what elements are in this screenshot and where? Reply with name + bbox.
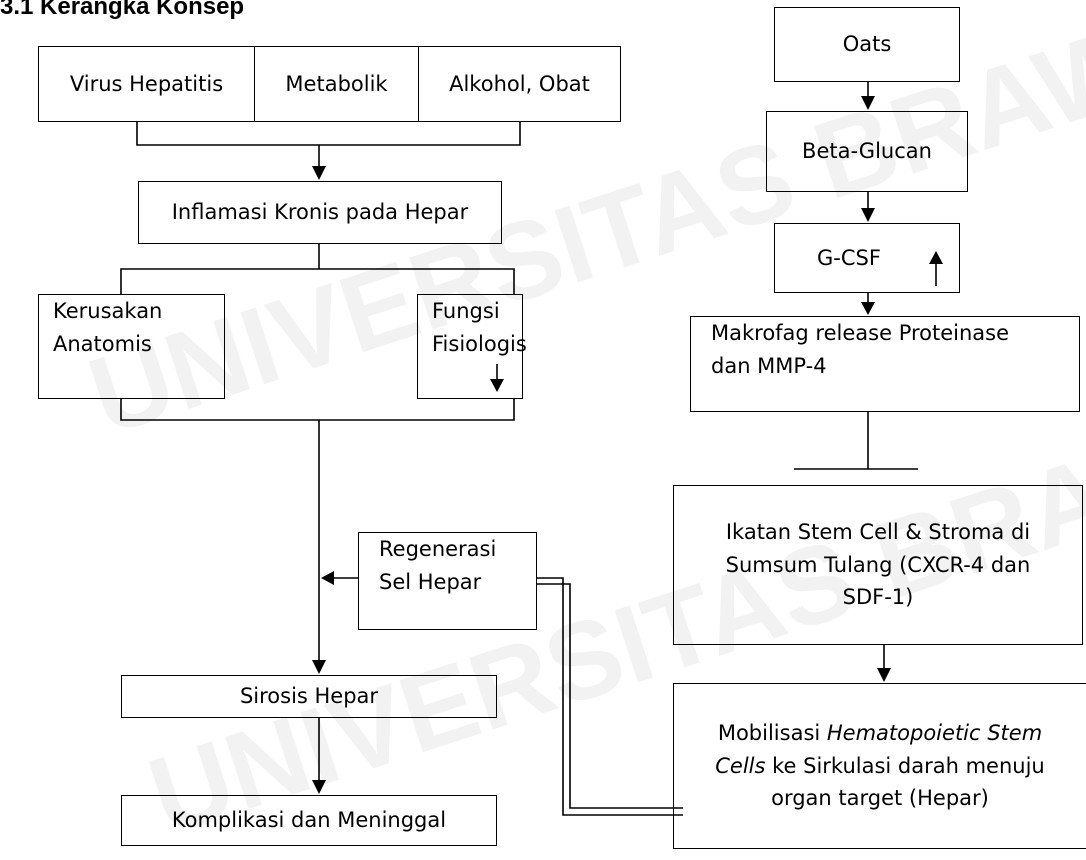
arrowhead — [321, 571, 334, 585]
double-connector-outer — [537, 577, 683, 816]
binding-line-3: SDF-1) — [842, 585, 914, 610]
beta-glucan-box: Beta-Glucan — [766, 111, 968, 192]
regeneration-line-2: Sel Hepar — [379, 569, 482, 594]
mobilization-italic-text: Cells — [715, 753, 766, 778]
branch-bracket — [120, 268, 515, 294]
causes-row: Virus Hepatitis Metabolik Alkohol, Obat — [38, 46, 621, 122]
arrowhead — [312, 780, 326, 794]
mobilization-italic-text: Hematopoietic Stem — [826, 721, 1043, 746]
inflammation-label: Inflamasi Kronis pada Hepar — [171, 200, 469, 225]
mobilization-box: Mobilisasi Hematopoietic Stem Cells ke S… — [673, 683, 1086, 849]
mobilization-text: Mobilisasi — [717, 721, 827, 746]
arrowhead — [861, 302, 875, 315]
mobilization-line-2: Cells ke Sirkulasi darah menuju — [715, 750, 1045, 783]
damage-line-1: Kerusakan — [53, 299, 163, 323]
inflammation-box: Inflamasi Kronis pada Hepar — [138, 181, 502, 244]
cirrhosis-box: Sirosis Hepar — [121, 675, 497, 718]
macrophage-box: Makrofag release Proteinase dan MMP-4 — [690, 316, 1080, 412]
cause-metabolik: Metabolik — [255, 47, 419, 121]
outcome-label: Komplikasi dan Meninggal — [171, 808, 447, 833]
oats-label: Oats — [842, 32, 892, 57]
regeneration-line-1: Regenerasi — [379, 537, 497, 561]
oats-box: Oats — [774, 7, 960, 82]
binding-box: Ikatan Stem Cell & Stroma di Sumsum Tula… — [673, 485, 1083, 645]
merge-bracket — [120, 399, 515, 421]
cause-label: Metabolik — [285, 71, 388, 96]
mobilization-text: ke Sirkulasi darah menuju — [765, 753, 1045, 778]
gcsf-label: G-CSF — [817, 245, 881, 270]
binding-line-2: Sumsum Tulang (CXCR-4 dan — [725, 552, 1031, 577]
outcome-box: Komplikasi dan Meninggal — [121, 795, 497, 846]
function-line-2: Fisiologis — [432, 331, 527, 356]
physiological-function-box: Fungsi Fisiologis — [417, 294, 527, 399]
gcsf-box: G-CSF — [774, 223, 960, 293]
function-line-1: Fungsi — [432, 299, 500, 323]
cause-alkohol-obat: Alkohol, Obat — [419, 47, 620, 121]
page-title: 3.1 Kerangka Konsep — [0, 0, 245, 20]
cause-virus-hepatitis: Virus Hepatitis — [39, 47, 255, 121]
down-arrow-head — [490, 379, 504, 392]
cirrhosis-label: Sirosis Hepar — [239, 684, 379, 709]
arrowhead — [861, 208, 875, 222]
arrowhead — [877, 668, 891, 682]
regeneration-box: Regenerasi Sel Hepar — [358, 532, 537, 630]
mobilization-line-1: Mobilisasi Hematopoietic Stem — [718, 717, 1042, 750]
beta-glucan-label: Beta-Glucan — [802, 139, 932, 164]
binding-line-1: Ikatan Stem Cell & Stroma di — [725, 520, 1031, 545]
arrowhead — [312, 166, 326, 180]
arrowhead — [312, 660, 326, 674]
macrophage-line-2: dan MMP-4 — [711, 353, 827, 378]
cause-label: Alkohol, Obat — [449, 71, 590, 96]
mobilization-line-3: organ target (Hepar) — [771, 786, 989, 811]
double-connector-inner — [537, 583, 683, 809]
damage-line-2: Anatomis — [53, 331, 152, 356]
macrophage-line-1: Makrofag release Proteinase — [711, 321, 1010, 345]
anatomical-damage-box: Kerusakan Anatomis — [38, 294, 225, 399]
arrowhead — [861, 96, 875, 110]
cause-label: Virus Hepatitis — [69, 71, 224, 96]
up-arrow-head — [929, 251, 943, 264]
causes-bracket — [136, 122, 521, 146]
